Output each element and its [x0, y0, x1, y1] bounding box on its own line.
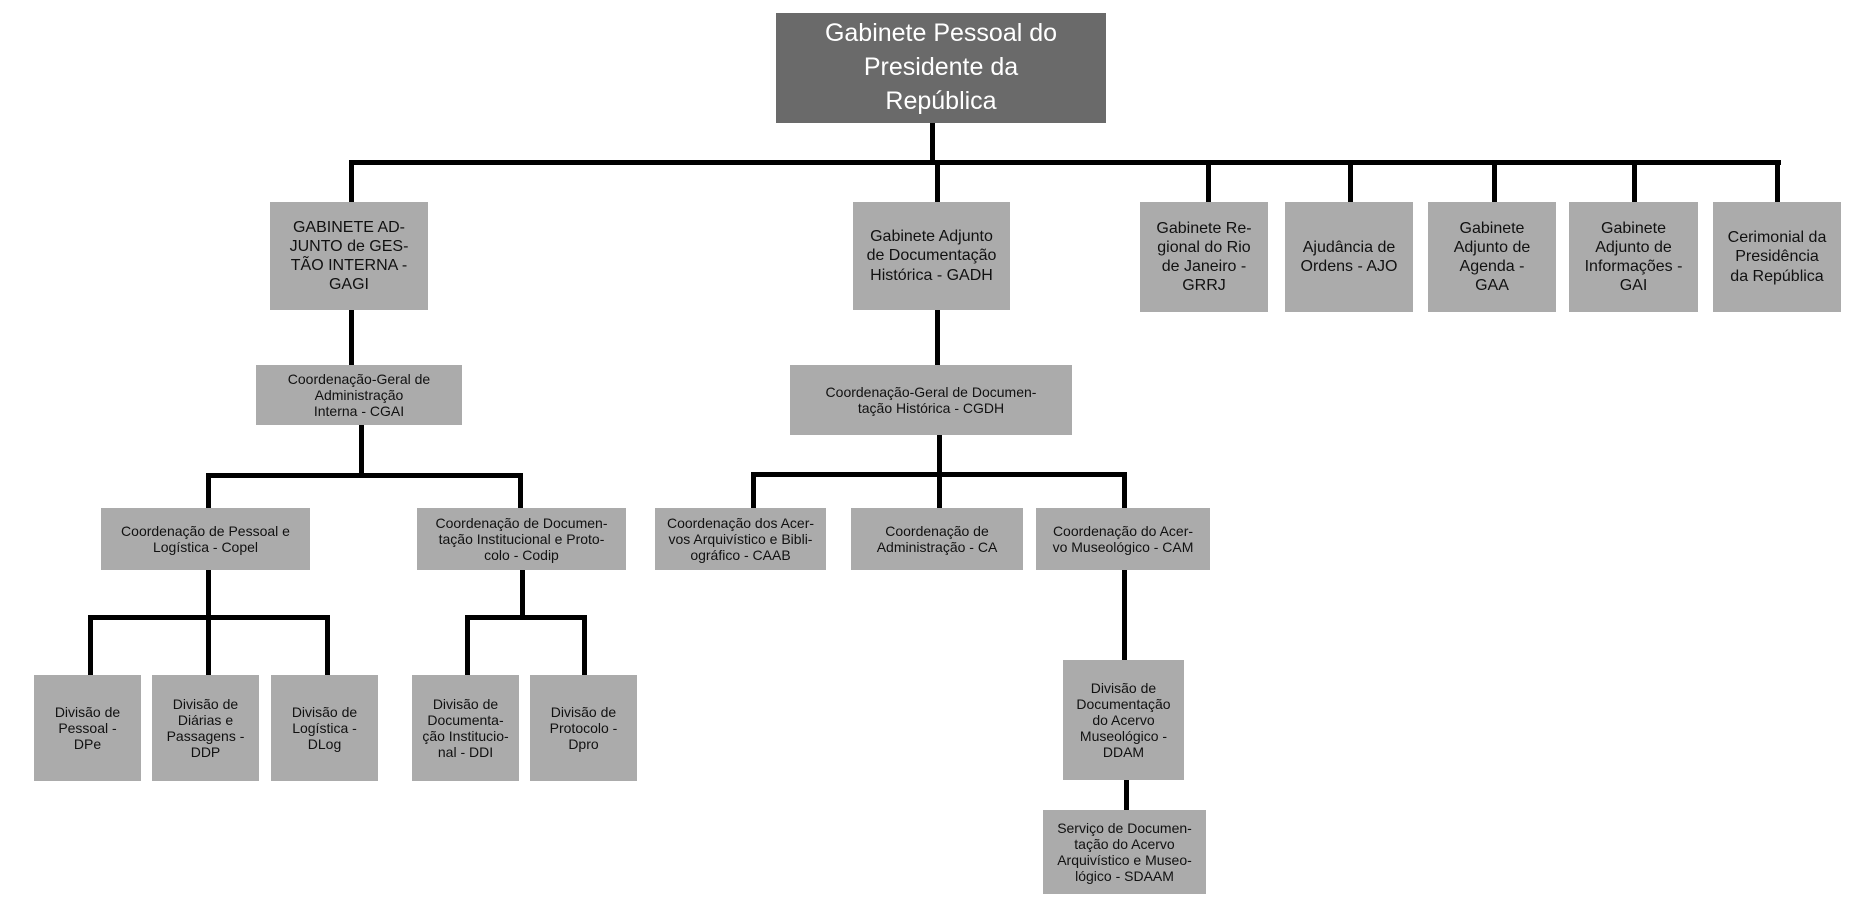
caab-node: Coordenação dos Acer-vos Arquivístico e … [655, 508, 826, 570]
connector-line [1632, 160, 1637, 202]
codip-node: Coordenação de Documen-tação Institucion… [417, 508, 626, 570]
connector-line [1492, 160, 1497, 202]
connector-line [937, 434, 942, 474]
cam-node: Coordenação do Acer-vo Museológico - CAM [1036, 508, 1210, 570]
connector-line [582, 615, 587, 675]
connector-line [935, 160, 940, 202]
cgdh-node: Coordenação-Geral de Documen-tação Histó… [790, 365, 1072, 435]
connector-line [206, 570, 211, 618]
connector-line [206, 615, 211, 675]
connector-line [349, 310, 354, 365]
connector-line [1122, 472, 1127, 508]
connector-line [465, 615, 587, 620]
connector-line [1206, 160, 1211, 202]
connector-line [520, 570, 525, 618]
connector-line [349, 160, 354, 202]
connector-line [937, 472, 942, 508]
root-node: Gabinete Pessoal do Presidente da Repúbl… [776, 13, 1106, 123]
connector-line [465, 615, 470, 675]
connector-line [349, 160, 1781, 165]
connector-line [325, 615, 330, 675]
connector-line [751, 472, 756, 508]
connector-line [88, 615, 93, 675]
connector-line [206, 473, 211, 508]
connector-line [1348, 160, 1353, 202]
connector-line [359, 425, 364, 477]
connector-line [930, 123, 935, 163]
connector-line [935, 310, 940, 365]
connector-line [1775, 160, 1780, 202]
connector-line [518, 473, 523, 508]
connector-line [1124, 780, 1129, 810]
connector-line [206, 473, 523, 478]
connector-line [1122, 570, 1127, 660]
gagi-node: GABINETE AD-JUNTO de GES-TÃO INTERNA -GA… [270, 202, 428, 310]
